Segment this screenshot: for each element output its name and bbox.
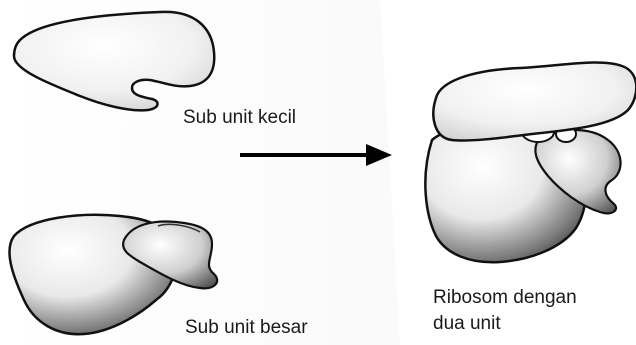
ribosome-illustration <box>425 63 636 263</box>
small-subunit-label: Sub unit kecil <box>183 106 296 130</box>
ribosome-label-line1: Ribosom dengan <box>433 286 577 310</box>
large-subunit-label: Sub unit besar <box>185 316 308 340</box>
ribosome-label-line2: dua unit <box>433 312 501 336</box>
